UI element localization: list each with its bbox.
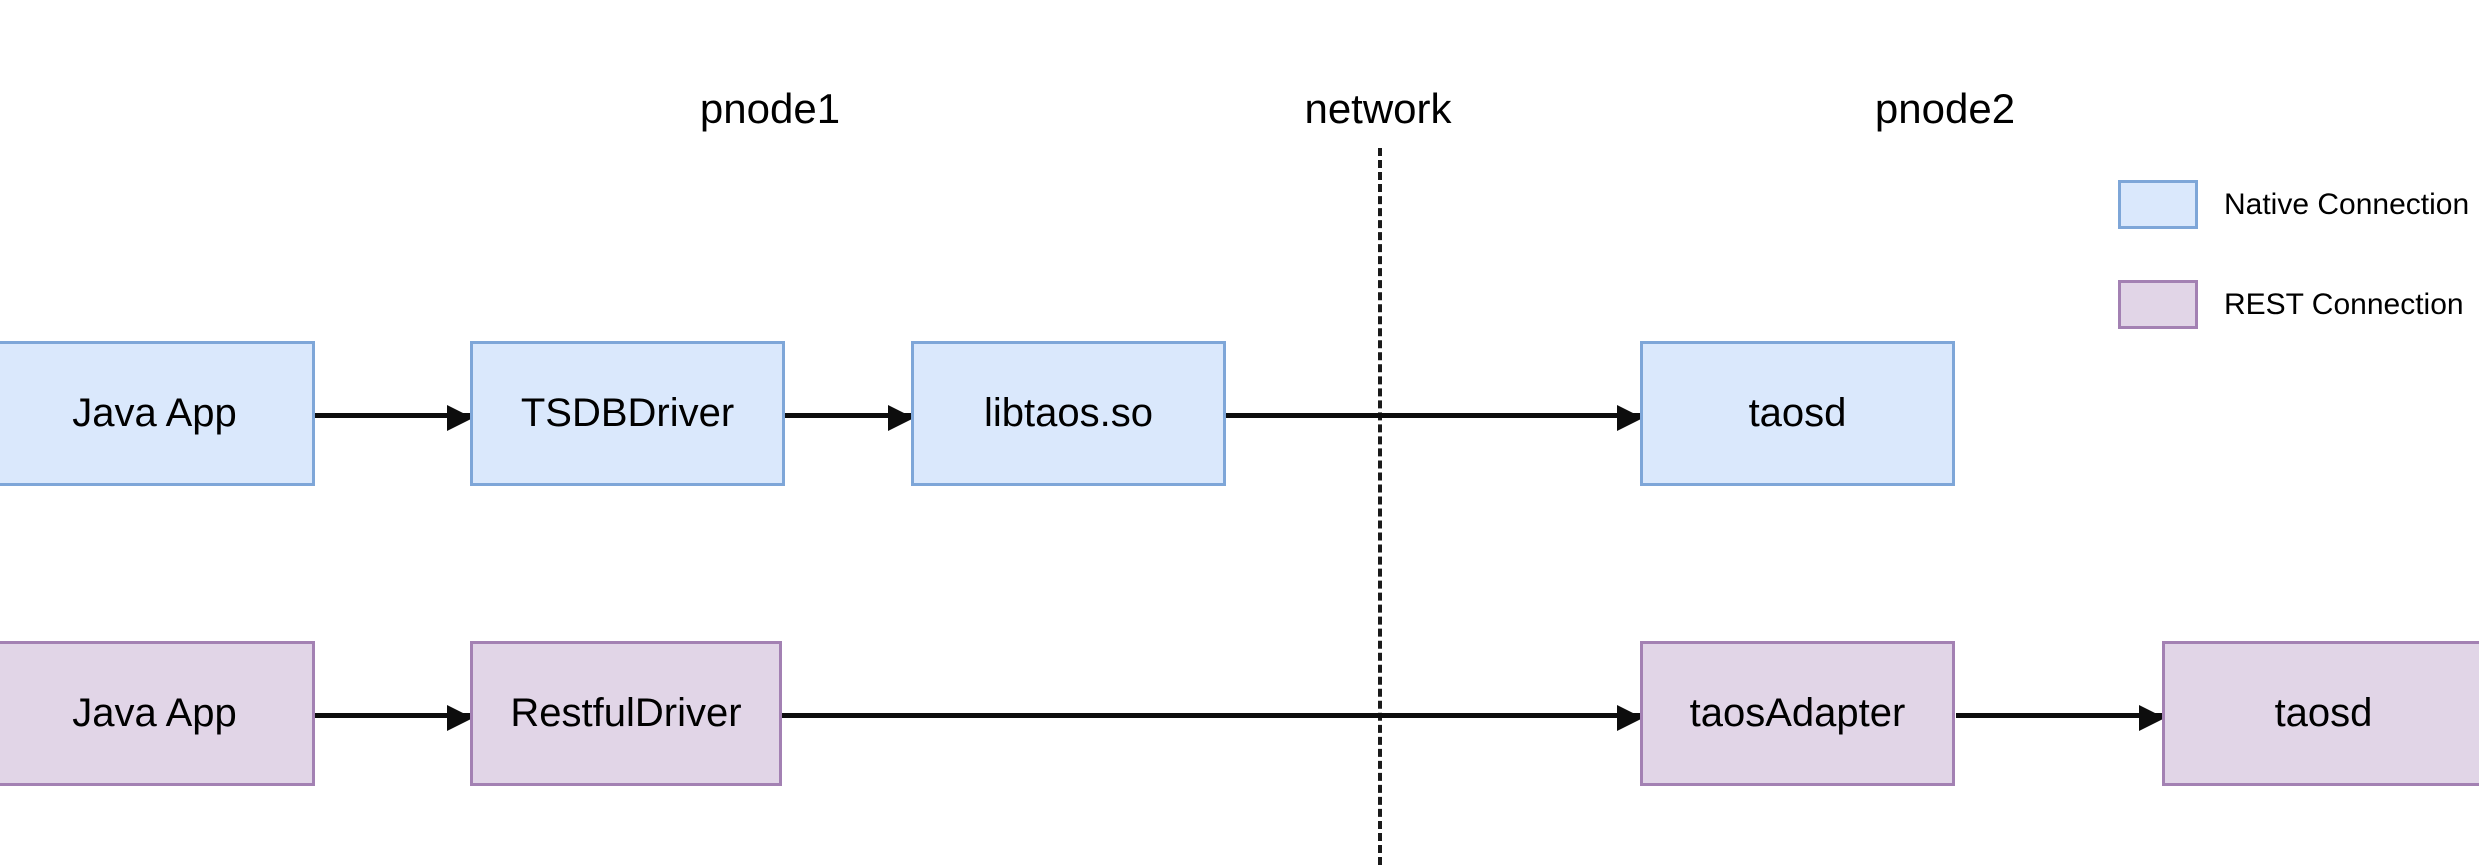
legend-item-rest-connection: REST Connection xyxy=(2118,280,2464,329)
arrow-tsdbdriver-to-libtaos xyxy=(785,405,914,431)
arrow-restfuldriver-to-taosadapter xyxy=(782,705,1643,731)
network-boundary-divider xyxy=(1378,148,1382,865)
legend-swatch-native-icon xyxy=(2118,180,2198,229)
node-tsdb-driver[interactable]: TSDBDriver xyxy=(470,341,785,486)
node-taos-adapter[interactable]: taosAdapter xyxy=(1640,641,1955,786)
node-java-app-native[interactable]: Java App xyxy=(0,341,315,486)
legend-label-rest-connection: REST Connection xyxy=(2224,287,2464,321)
node-taosd-native[interactable]: taosd xyxy=(1640,341,1955,486)
zone-label-network: network xyxy=(1304,85,1452,132)
legend-swatch-rest-icon xyxy=(2118,280,2198,329)
legend-label-native-connection: Native Connection xyxy=(2224,187,2470,221)
arrow-taosadapter-to-taosd xyxy=(1956,705,2165,731)
node-restful-driver[interactable]: RestfulDriver xyxy=(470,641,782,786)
zone-label-pnode2: pnode2 xyxy=(1874,85,2016,132)
arrow-libtaos-to-taosd xyxy=(1226,405,1643,431)
node-taosd-rest[interactable]: taosd xyxy=(2162,641,2479,786)
node-java-app-rest[interactable]: Java App xyxy=(0,641,315,786)
zone-label-pnode1: pnode1 xyxy=(699,85,841,132)
arrow-java-app-to-restfuldriver xyxy=(315,705,473,731)
legend-item-native-connection: Native Connection xyxy=(2118,180,2469,229)
node-libtaos-so[interactable]: libtaos.so xyxy=(911,341,1226,486)
arrow-java-app-to-tsdbdriver xyxy=(315,405,473,431)
